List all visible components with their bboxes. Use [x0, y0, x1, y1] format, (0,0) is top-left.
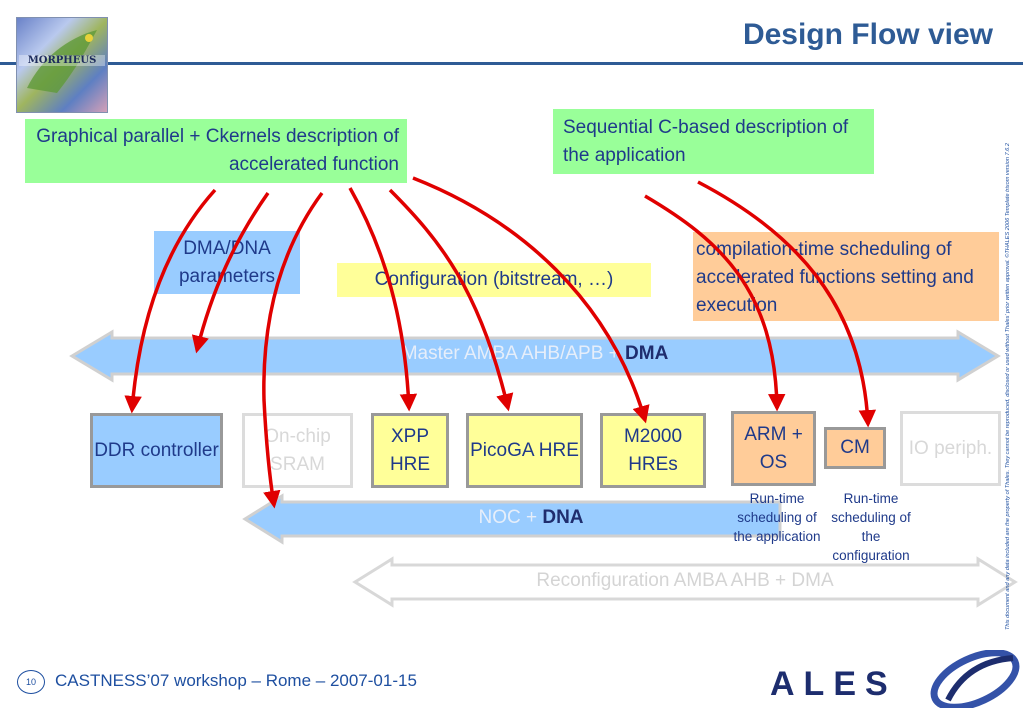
m2000-label: M2000 HREs [623, 425, 683, 475]
reconf-bus-label: Reconfiguration AMBA AHB + DMA [536, 570, 834, 591]
arrow-to-xpp [348, 187, 418, 412]
arrow-to-ddr [124, 188, 217, 414]
runtime-config-note: Run-time scheduling of the configuration [831, 491, 911, 563]
chameleon-icon [27, 30, 97, 93]
arrow-to-arm [644, 194, 786, 412]
master-bus-text: Master AMBA AHB/APB + [401, 343, 626, 364]
noc-bus-bold: DNA [542, 507, 584, 528]
footer-event-text: CASTNESS’07 workshop – Rome – 2007-01-15 [55, 671, 417, 690]
page-number: 10 [17, 670, 45, 694]
picoga-block: PicoGA HRE [466, 413, 583, 488]
xpp-label: XPP HRE [389, 425, 431, 475]
xpp-block: XPP HRE [371, 413, 449, 488]
sram-label: On-chip SRAM [264, 425, 331, 475]
disclaimer-line: This document and any data included are … [1005, 143, 1011, 630]
sram-block: On-chip SRAM [242, 413, 353, 488]
compile-scheduling-note: compilation-time scheduling of accelerat… [693, 232, 999, 321]
noc-bus-arrow [242, 493, 782, 545]
ales-brand: ALES [770, 665, 897, 703]
arrow-to-cm [697, 180, 877, 428]
master-bus-label: Master AMBA AHB/APB + DMA [112, 343, 958, 365]
io-label: IO periph. [908, 437, 993, 459]
master-bus-arrow [69, 329, 1001, 383]
cm-block: CM [824, 427, 886, 469]
ales-emblem-icon [930, 650, 1020, 708]
arrow-to-master-bus [191, 191, 270, 354]
arm-os-block: ARM + OS [731, 411, 816, 486]
disclaimer-text: This document and any data included are … [1003, 143, 1017, 630]
arrow-to-noc [262, 191, 324, 509]
arrow-to-m2000 [412, 176, 650, 424]
noc-bus-label: NOC + DNA [282, 507, 780, 529]
cm-label: CM [840, 437, 870, 458]
arm-label: ARM + OS [744, 423, 803, 473]
picoga-label: PicoGA HRE [470, 439, 579, 461]
ddr-label: DDR controller [94, 439, 219, 461]
reconf-bus-arrow [352, 556, 1018, 608]
title-rule [0, 62, 1023, 65]
io-periph-block: IO periph. [900, 411, 1001, 486]
ddr-controller-block: DDR controller [90, 413, 223, 488]
sequential-description-note: Sequential C-based description of the ap… [553, 109, 874, 174]
morpheus-logo: MORPHEUS [16, 17, 108, 113]
m2000-block: M2000 HREs [600, 413, 706, 488]
arrow-to-picoga [388, 188, 514, 412]
noc-bus-text: NOC + [478, 507, 543, 528]
logo-text: MORPHEUS [19, 55, 105, 66]
graphical-description-note: Graphical parallel + Ckernels descriptio… [25, 119, 407, 183]
slide-title: Design Flow view [742, 18, 993, 51]
master-bus-bold: DMA [625, 343, 669, 364]
runtime-app-note: Run-time scheduling of the application [733, 491, 821, 544]
